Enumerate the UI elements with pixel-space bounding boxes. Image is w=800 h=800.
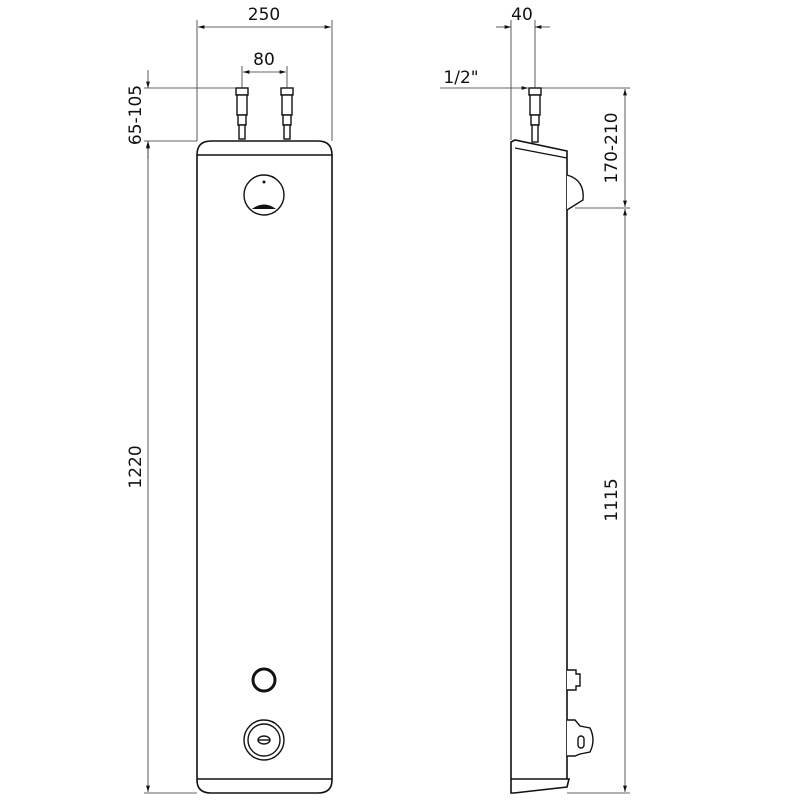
thread-label: 1/2": [443, 68, 478, 88]
front-panel: [196, 140, 333, 794]
width-label: 250: [248, 5, 280, 25]
side-panel: [510, 139, 571, 794]
mixer-knob: [243, 719, 285, 761]
side-valve: [528, 87, 542, 143]
head-offset-label: 170-210: [602, 112, 622, 183]
front-dimensions: 250 80 65-105 1220: [126, 5, 333, 794]
depth-label: 40: [511, 5, 533, 25]
height-label: 1220: [126, 445, 146, 488]
side-shower-head: [566, 174, 584, 211]
side-push-button: [567, 669, 581, 691]
hot-valve: [235, 87, 249, 140]
head-height-label: 1115: [602, 478, 622, 521]
shower-head: [243, 174, 285, 216]
connection-height-label: 65-105: [126, 85, 146, 145]
spacing-label: 80: [253, 50, 275, 70]
push-button: [251, 667, 277, 693]
cold-valve: [280, 87, 294, 140]
front-view: [196, 87, 333, 794]
side-view: [510, 87, 594, 794]
side-dimensions: 40 1/2" 170-210 1115: [440, 5, 630, 794]
